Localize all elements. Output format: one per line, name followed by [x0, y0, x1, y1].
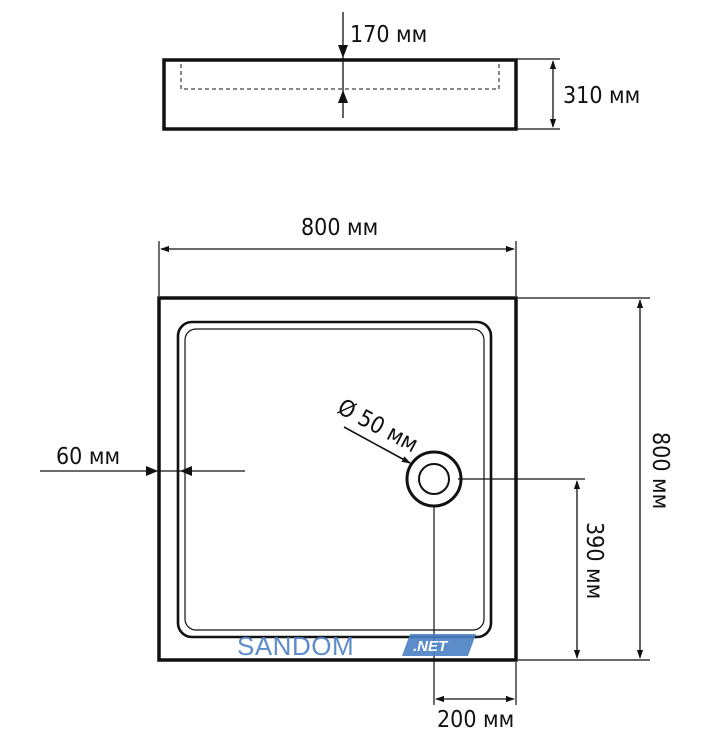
watermark-suffix: .NET — [413, 638, 449, 655]
drain-inner-ring — [418, 463, 450, 495]
side-view-outline — [162, 58, 518, 131]
depth-arrow-bottom — [338, 90, 348, 103]
watermark-brand: SANDOM — [237, 631, 354, 661]
depth-arrow-top — [338, 45, 348, 58]
side-view: 170 мм 310 мм — [162, 12, 640, 131]
length-label: 800 мм — [647, 432, 673, 509]
drain-offset-x-label: 200 мм — [437, 707, 514, 733]
depth-label: 170 мм — [350, 22, 427, 48]
drain-diameter-label: Ø 50 мм — [333, 394, 422, 458]
plan-view: 800 мм 800 мм 60 мм Ø 50 мм 390 мм 200 м… — [40, 215, 673, 733]
watermark-badge — [402, 634, 476, 656]
rim-arrow-right — [180, 466, 192, 476]
side-view-hidden-basin — [180, 64, 500, 90]
rim-width-label: 60 мм — [56, 444, 120, 470]
rim-arrow-left — [146, 466, 158, 476]
drain-offset-y-label: 390 мм — [581, 522, 607, 599]
drain-diameter-leader — [343, 426, 411, 464]
basin-inner-edge — [184, 328, 485, 631]
width-label: 800 мм — [301, 215, 378, 241]
basin-outer-edge — [176, 320, 493, 639]
height-label: 310 мм — [563, 83, 640, 109]
sandom-watermark-logo: SANDOM .NET — [237, 631, 476, 661]
drain-outer-ring — [405, 450, 463, 508]
